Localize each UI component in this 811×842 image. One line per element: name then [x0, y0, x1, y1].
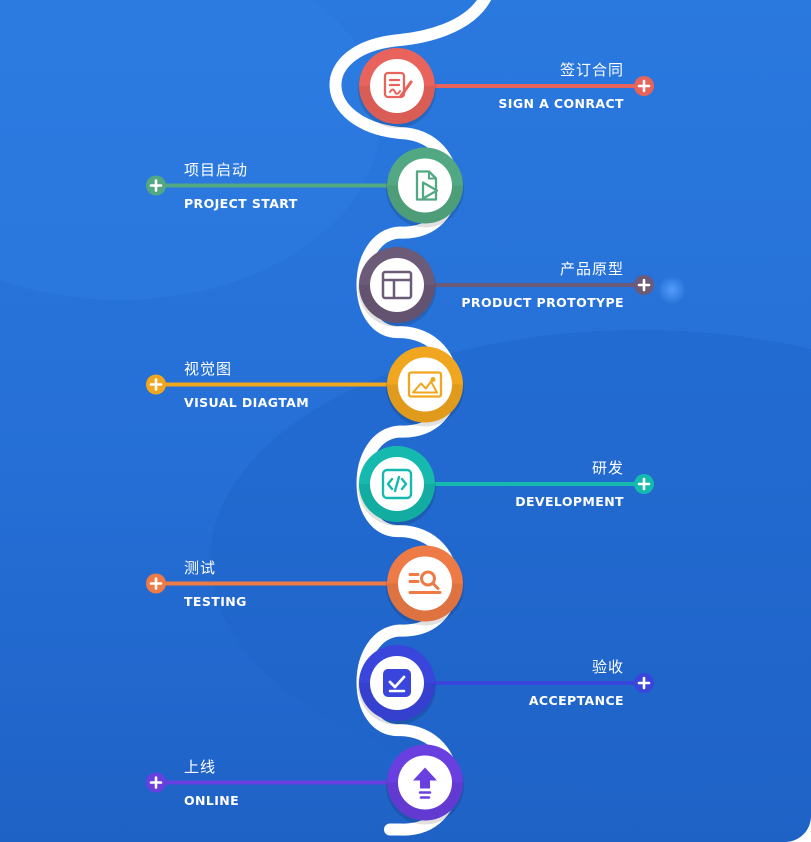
- plus-icon[interactable]: [146, 175, 166, 196]
- step-6: [146, 545, 464, 626]
- search-list-icon: [408, 570, 442, 594]
- step-2: [146, 147, 464, 228]
- plus-icon[interactable]: [634, 673, 654, 693]
- plus-icon[interactable]: [146, 573, 166, 594]
- step-title-cn: 上线: [184, 757, 217, 776]
- step-title-en: ACCEPTANCE: [528, 693, 624, 708]
- step-title-en: ONLINE: [184, 792, 240, 808]
- step-3: [358, 247, 654, 327]
- step-title-cn: 测试: [184, 558, 217, 577]
- step-4: [146, 346, 464, 427]
- step-title-en: SIGN A CONRACT: [498, 96, 624, 111]
- step-title-cn: 项目启动: [184, 160, 249, 179]
- prototype-layout-icon: [381, 270, 413, 300]
- step-title-en: TESTING: [184, 593, 247, 609]
- step-title-cn: 研发: [591, 459, 624, 477]
- step-title-cn: 产品原型: [559, 260, 624, 278]
- step-7: [358, 645, 654, 725]
- checkbox-icon: [383, 669, 411, 697]
- step-title-en: PROJECT START: [184, 195, 298, 211]
- plus-icon[interactable]: [634, 76, 654, 96]
- step-title-en: VISUAL DIAGTAM: [184, 394, 310, 410]
- plus-icon[interactable]: [146, 374, 166, 395]
- plus-icon[interactable]: [146, 772, 166, 793]
- plus-icon[interactable]: [634, 474, 654, 494]
- step-title-cn: 签订合同: [559, 61, 624, 79]
- contract-sign-icon: [383, 71, 413, 99]
- step-title-cn: 视觉图: [184, 359, 233, 378]
- plus-icon[interactable]: [634, 275, 654, 295]
- step-title-cn: 验收: [591, 658, 624, 676]
- step-title-en: DEVELOPMENT: [515, 494, 624, 509]
- code-icon: [381, 468, 413, 500]
- upload-arrow-icon: [413, 767, 437, 799]
- step-5: [358, 446, 654, 526]
- step-1: [358, 48, 654, 128]
- step-8: [146, 744, 464, 825]
- project-start-icon: [415, 170, 439, 201]
- step-node-face: [370, 258, 424, 312]
- step-title-en: PRODUCT PROTOTYPE: [461, 295, 624, 310]
- step-node-face: [398, 357, 452, 412]
- image-icon: [407, 371, 443, 398]
